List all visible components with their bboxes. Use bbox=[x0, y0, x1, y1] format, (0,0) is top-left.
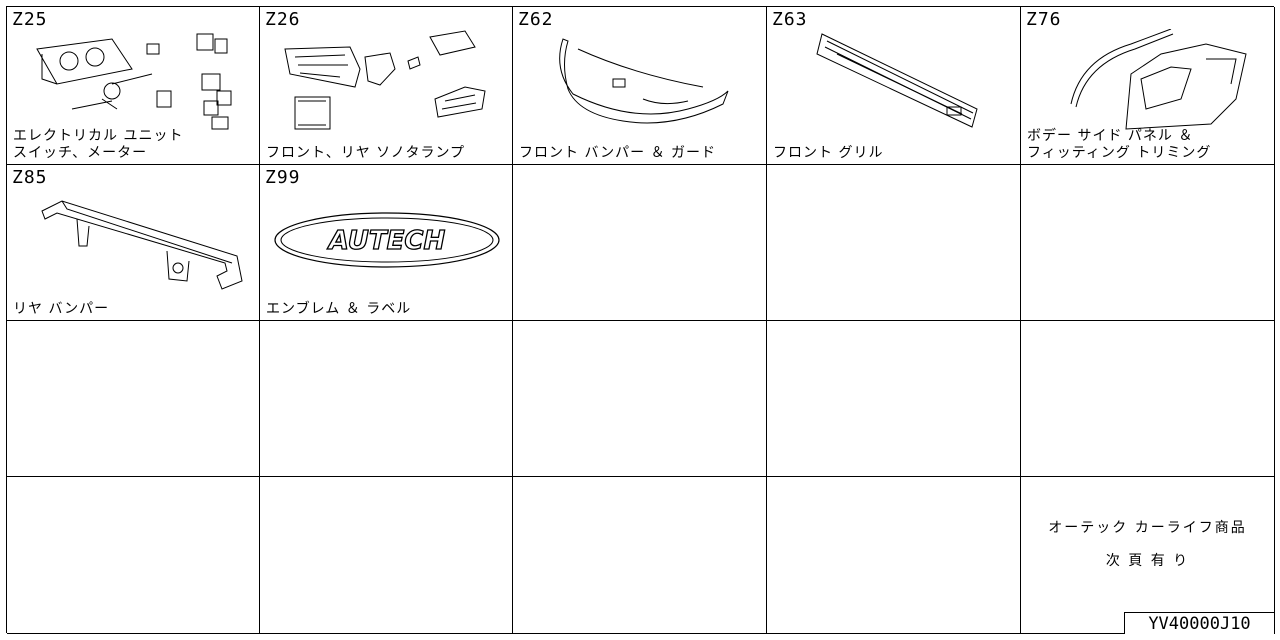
part-label: フロント バンパー ＆ ガード bbox=[519, 145, 717, 161]
body-side-panel-icon bbox=[1031, 29, 1266, 134]
part-label: リヤ バンパー bbox=[13, 301, 110, 317]
part-code: Z63 bbox=[772, 9, 808, 30]
part-cell-z26[interactable]: Z26 フロント、リヤ ソノタランプ bbox=[260, 7, 513, 165]
lamp-icon bbox=[270, 29, 505, 134]
part-cell-z85[interactable]: Z85 リヤ バンパー bbox=[7, 165, 260, 321]
empty-cell bbox=[767, 165, 1021, 321]
part-code: Z62 bbox=[518, 9, 554, 30]
part-cell-z25[interactable]: Z25 エレクトリカル ユニット スイッチ、メーター bbox=[7, 7, 260, 165]
part-label: エレクトリカル ユニット スイッチ、メーター bbox=[13, 128, 184, 161]
part-label: フロント、リヤ ソノタランプ bbox=[266, 145, 466, 161]
part-cell-z76[interactable]: Z76 ボデー サイド パネル ＆ フィッティング トリミング bbox=[1021, 7, 1275, 165]
empty-cell bbox=[513, 321, 767, 477]
note-line-2: 次 頁 有 り bbox=[1105, 553, 1190, 569]
part-cell-z99[interactable]: Z99 AUTECH エンブレム ＆ ラベル bbox=[260, 165, 513, 321]
front-grille-icon bbox=[777, 29, 1012, 134]
part-label: ボデー サイド パネル ＆ フィッティング トリミング bbox=[1027, 128, 1212, 161]
part-code: Z26 bbox=[265, 9, 301, 30]
electrical-unit-switch-meter-icon bbox=[17, 29, 252, 134]
empty-cell bbox=[513, 165, 767, 321]
part-code: Z99 bbox=[265, 167, 301, 188]
empty-cell bbox=[1021, 165, 1275, 321]
rear-bumper-icon bbox=[17, 191, 252, 296]
empty-cell bbox=[260, 321, 513, 477]
part-code: Z76 bbox=[1026, 9, 1062, 30]
empty-cell bbox=[260, 477, 513, 634]
part-cell-z63[interactable]: Z63 フロント グリル bbox=[767, 7, 1021, 165]
footer-code: YV40000J10 bbox=[1124, 612, 1274, 634]
part-code: Z85 bbox=[12, 167, 48, 188]
part-code: Z25 bbox=[12, 9, 48, 30]
part-cell-z62[interactable]: Z62 フロント バンパー ＆ ガード bbox=[513, 7, 767, 165]
note-cell: オーテック カーライフ商品 次 頁 有 り bbox=[1021, 477, 1275, 634]
emblem-text: AUTECH bbox=[327, 226, 446, 256]
empty-cell bbox=[767, 477, 1021, 634]
empty-cell bbox=[7, 321, 260, 477]
empty-cell bbox=[513, 477, 767, 634]
empty-cell bbox=[767, 321, 1021, 477]
note-line-1: オーテック カーライフ商品 bbox=[1048, 520, 1247, 536]
empty-cell bbox=[1021, 321, 1275, 477]
empty-cell bbox=[7, 477, 260, 634]
parts-index-grid: Z25 エレクトリカル ユニット スイッチ、メーター Z26 bbox=[6, 6, 1275, 634]
part-label: エンブレム ＆ ラベル bbox=[266, 301, 412, 317]
front-bumper-icon bbox=[523, 29, 758, 134]
part-label: フロント グリル bbox=[773, 145, 884, 161]
emblem-icon: AUTECH bbox=[270, 205, 505, 275]
